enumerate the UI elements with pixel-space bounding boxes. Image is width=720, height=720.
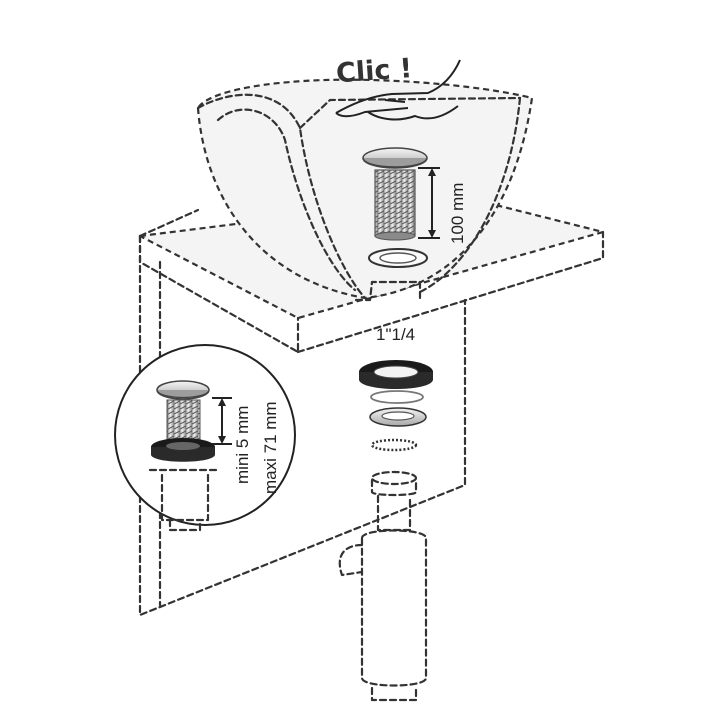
thread-size-label: 1"1/4 xyxy=(376,325,415,344)
min-depth-label: mini 5 mm xyxy=(233,406,252,484)
hand-press-icon xyxy=(335,59,461,121)
thin-washer xyxy=(370,390,424,404)
chrome-flange-washer xyxy=(369,407,427,427)
serrated-ring xyxy=(370,438,418,452)
height-label: 100 mm xyxy=(448,183,467,244)
height-dimension xyxy=(418,167,440,239)
clic-label: Clic ! xyxy=(335,53,413,89)
popup-drain-plug xyxy=(362,147,428,241)
bottle-trap xyxy=(338,470,428,702)
max-depth-label: maxi 71 mm xyxy=(261,401,280,494)
black-gasket xyxy=(359,360,433,389)
detail-inset xyxy=(114,344,296,532)
vessel-basin xyxy=(196,78,534,302)
top-washer xyxy=(368,248,428,268)
